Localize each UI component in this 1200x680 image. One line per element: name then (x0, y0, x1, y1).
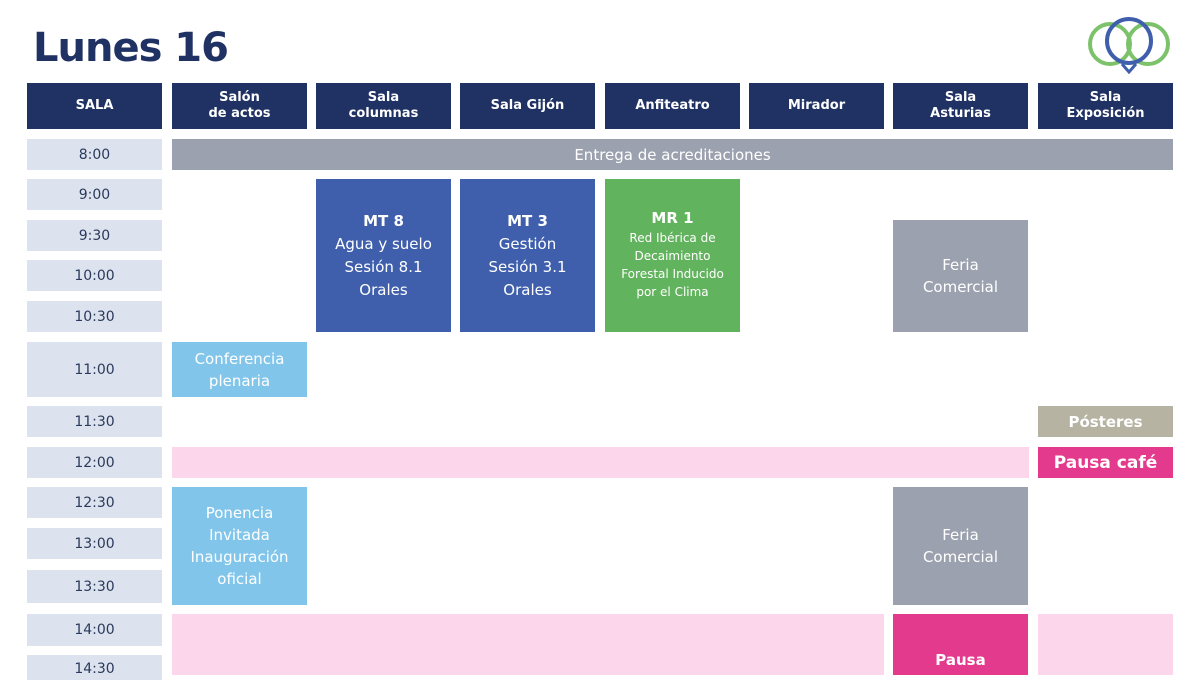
pausa-band (172, 614, 884, 675)
time-slot: 11:30 (27, 406, 162, 437)
time-slot: 10:00 (27, 260, 162, 291)
ponencia-invitada-block: Ponencia Invitada Inauguración oficial (172, 487, 307, 605)
event-line: Agua y suelo (335, 234, 432, 253)
event-label: Entrega de acreditaciones (574, 145, 771, 164)
event-line: Feria (942, 256, 979, 274)
event-label: Pausa café (1053, 452, 1158, 473)
time-slot: 10:30 (27, 301, 162, 332)
posteres-block: Pósteres (1038, 406, 1173, 437)
event-line: Decaimiento (634, 249, 711, 263)
header-sala: SALA (27, 83, 162, 129)
event-line: oficial (217, 570, 262, 588)
event-line: Gestión (498, 234, 557, 253)
time-slot: 14:00 (27, 614, 162, 646)
pausa-band (172, 447, 1029, 478)
time-slot: 9:30 (27, 220, 162, 251)
header-sala-columnas: Sala columnas (316, 83, 451, 129)
event-line: Sesión 8.1 (344, 257, 423, 276)
event-code: MR 1 (651, 209, 694, 227)
page-title: Lunes 16 (33, 25, 229, 71)
event-line: Invitada (209, 526, 270, 544)
time-slot: 13:30 (27, 570, 162, 603)
event-line: Inauguración (190, 548, 289, 566)
event-line: Orales (359, 280, 408, 299)
header-salon-de-actos: Salón de actos (172, 83, 307, 129)
event-code: MT 8 (363, 211, 404, 230)
mr1-session-block: MR 1 Red Ibérica de Decaimiento Forestal… (605, 179, 740, 332)
header-sala-gijon: Sala Gijón (460, 83, 595, 129)
event-line: Forestal Inducido (621, 267, 724, 281)
time-slot: 14:30 (27, 655, 162, 680)
header-sala-asturias: Sala Asturias (893, 83, 1028, 129)
event-line: Feria (942, 526, 979, 544)
event-line: plenaria (208, 371, 271, 390)
header-anfiteatro: Anfiteatro (605, 83, 740, 129)
pausa-block: Pausa (893, 614, 1028, 675)
event-line: Comercial (922, 278, 999, 296)
event-line: Ponencia (205, 504, 274, 522)
time-slot: 12:30 (27, 487, 162, 518)
event-label: Pósteres (1068, 412, 1143, 431)
event-line: Orales (503, 280, 552, 299)
time-slot: 13:00 (27, 528, 162, 559)
time-slot: 9:00 (27, 179, 162, 210)
event-line: Comercial (922, 548, 999, 566)
event-line: Conferencia (194, 349, 285, 368)
feria-comercial-block: Feria Comercial (893, 220, 1028, 332)
event-line: Sesión 3.1 (488, 257, 567, 276)
logo-icon (1088, 17, 1170, 74)
time-slot: 11:00 (27, 342, 162, 397)
event-label: Pausa (935, 651, 986, 669)
time-slot: 12:00 (27, 447, 162, 478)
event-line: Red Ibérica de (629, 231, 716, 245)
header-mirador: Mirador (749, 83, 884, 129)
header-sala-exposicion: Sala Exposición (1038, 83, 1173, 129)
time-slot: 8:00 (27, 139, 162, 170)
conferencia-plenaria-block: Conferencia plenaria (172, 342, 307, 397)
event-line: por el Clima (636, 285, 709, 299)
mt8-session-block: MT 8 Agua y suelo Sesión 8.1 Orales (316, 179, 451, 332)
event-code: MT 3 (507, 211, 548, 230)
pausa-cafe-block: Pausa café (1038, 447, 1173, 478)
pausa-band (1038, 614, 1173, 675)
feria-comercial-block: Feria Comercial (893, 487, 1028, 605)
mt3-session-block: MT 3 Gestión Sesión 3.1 Orales (460, 179, 595, 332)
acreditaciones-block: Entrega de acreditaciones (172, 139, 1173, 170)
